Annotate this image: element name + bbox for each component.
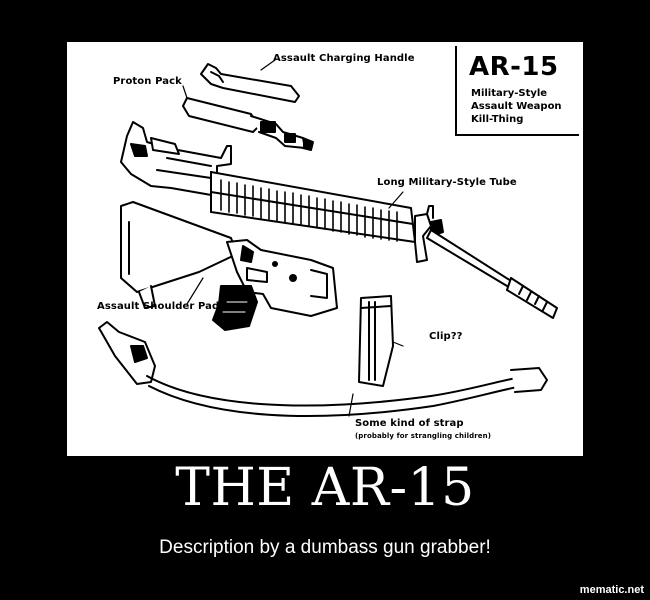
picture-frame: Assault Charging Handle Proton Pack Long… bbox=[67, 42, 583, 456]
pistol-grip-part bbox=[212, 285, 258, 331]
diagram-title-line-2: Assault Weapon bbox=[471, 101, 562, 112]
rifle-diagram: Assault Charging Handle Proton Pack Long… bbox=[71, 46, 579, 452]
label-shoulder-pad: Assault Shoulder Pad bbox=[97, 301, 220, 312]
stock-part bbox=[120, 201, 238, 309]
upper-receiver-part bbox=[120, 121, 232, 197]
charging-handle-part bbox=[200, 63, 300, 103]
label-clip: Clip?? bbox=[429, 331, 463, 342]
diagram-title-box: AR-15 Military-Style Assault Weapon Kill… bbox=[455, 46, 579, 136]
caption-subtitle: Description by a dumbass gun grabber! bbox=[159, 537, 491, 558]
watermark: mematic.net bbox=[579, 584, 644, 596]
rifle-drawing bbox=[98, 59, 558, 417]
label-long-tube: Long Military-Style Tube bbox=[377, 177, 517, 188]
barrel-part bbox=[426, 229, 558, 319]
sling-part bbox=[98, 321, 548, 417]
leader-lines bbox=[182, 59, 404, 417]
label-strap: Some kind of strap bbox=[355, 418, 464, 429]
caption-title: THE AR-15 bbox=[175, 458, 475, 518]
label-strap-note: (probably for strangling children) bbox=[355, 432, 491, 440]
bolt-carrier-part bbox=[182, 97, 314, 151]
label-proton-pack: Proton Pack bbox=[113, 76, 182, 87]
label-charging-handle: Assault Charging Handle bbox=[273, 53, 415, 64]
diagram-title-line-1: Military-Style bbox=[471, 88, 548, 99]
magazine-part bbox=[358, 295, 394, 387]
diagram-title-line-3: Kill-Thing bbox=[471, 114, 524, 125]
front-sight-part bbox=[414, 205, 444, 263]
diagram-title: AR-15 bbox=[469, 52, 559, 82]
